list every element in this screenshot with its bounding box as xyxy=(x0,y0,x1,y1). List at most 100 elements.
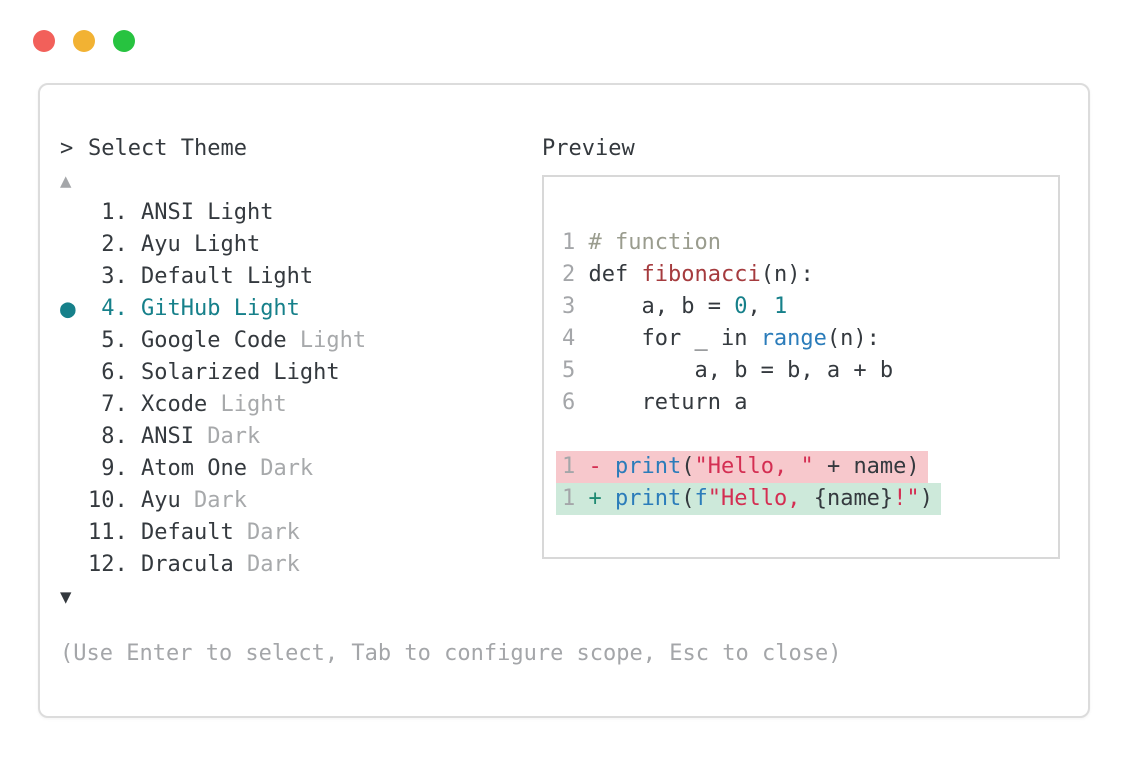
line-number: 1 xyxy=(562,486,589,511)
theme-item-name: Xcode xyxy=(140,392,208,417)
diff-highlight-removed: 1 - print("Hello, " + name) xyxy=(556,451,928,483)
diff-line-removed: 1 - print("Hello, " + name) xyxy=(556,451,1058,483)
zoom-button[interactable] xyxy=(113,30,135,52)
diff-highlight-added: 1 + print(f"Hello, {name}!") xyxy=(556,483,941,515)
theme-item-number: 1. xyxy=(88,200,141,225)
line-number: 3 xyxy=(562,294,589,319)
code-token: , xyxy=(747,294,774,319)
code-line: 6 return a xyxy=(562,387,1058,419)
prompt-chevron-icon: > xyxy=(60,136,74,161)
theme-item-variant: Light xyxy=(286,328,367,353)
selected-bullet-icon: ● xyxy=(60,294,76,324)
code-token: print xyxy=(615,454,682,479)
code-token: def xyxy=(588,262,642,287)
theme-item-variant: Dark xyxy=(180,488,247,513)
scroll-up-icon[interactable]: ▲ xyxy=(60,170,72,192)
theme-item-name: Default Light xyxy=(140,264,314,289)
theme-list-item[interactable]: 12. Dracula Dark xyxy=(60,549,542,581)
close-button[interactable] xyxy=(33,30,55,52)
line-number: 2 xyxy=(562,262,589,287)
theme-item-name: Solarized Light xyxy=(140,360,340,385)
theme-list-item[interactable]: 3. Default Light xyxy=(60,261,542,293)
line-number: 4 xyxy=(562,326,589,351)
theme-item-number: 9. xyxy=(88,456,141,481)
theme-list-item[interactable]: 10. Ayu Dark xyxy=(60,485,542,517)
code-token: range xyxy=(760,326,827,351)
theme-item-number: 3. xyxy=(88,264,141,289)
code-token: for _ in xyxy=(588,326,761,351)
code-token: + xyxy=(588,486,615,511)
theme-item-name: Ayu Light xyxy=(140,232,261,257)
theme-item-variant: Dark xyxy=(193,424,261,449)
code-token: return a xyxy=(588,390,748,415)
theme-item-name: Atom One xyxy=(140,456,247,481)
theme-item-number: 7. xyxy=(88,392,141,417)
theme-item-number: 11. xyxy=(88,520,141,545)
line-number: 1 xyxy=(562,230,589,255)
code-token: ( xyxy=(681,454,695,479)
main-columns: > Select Theme ▲ 1. ANSI Light 2. Ayu Li… xyxy=(60,133,1062,613)
theme-item-variant: Light xyxy=(207,392,287,417)
code-token: + name) xyxy=(813,454,920,479)
code-token: "Hello, xyxy=(707,486,814,511)
theme-item-name: ANSI Light xyxy=(140,200,274,225)
select-theme-title: Select Theme xyxy=(88,136,247,161)
code-token: print xyxy=(615,486,682,511)
code-token: (n): xyxy=(760,262,814,287)
theme-selector-window: > Select Theme ▲ 1. ANSI Light 2. Ayu Li… xyxy=(38,83,1090,718)
theme-item-number: 4. xyxy=(88,296,141,321)
theme-item-number: 2. xyxy=(88,232,141,257)
code-token: a, b = xyxy=(588,294,735,319)
code-token: ( xyxy=(681,486,695,511)
code-line: 1 # function xyxy=(562,227,1058,259)
code-token: - xyxy=(588,454,615,479)
minimize-button[interactable] xyxy=(73,30,95,52)
code-token: !" xyxy=(893,486,920,511)
code-line: 3 a, b = 0, 1 xyxy=(562,291,1058,323)
theme-item-number: 10. xyxy=(88,488,141,513)
theme-item-number: 6. xyxy=(88,360,141,385)
scroll-up-row: ▲ xyxy=(60,165,542,197)
theme-list-item[interactable]: 9. Atom One Dark xyxy=(60,453,542,485)
code-token: f xyxy=(694,486,708,511)
theme-item-number: 12. xyxy=(88,552,141,577)
line-number: 1 xyxy=(562,454,589,479)
line-number: 6 xyxy=(562,390,589,415)
theme-item-name: GitHub Light xyxy=(140,296,300,321)
code-line: 4 for _ in range(n): xyxy=(562,323,1058,355)
line-number: 5 xyxy=(562,358,589,383)
code-token: ) xyxy=(919,486,933,511)
diff-line-added: 1 + print(f"Hello, {name}!") xyxy=(556,483,1058,515)
theme-item-name: Ayu xyxy=(140,488,181,513)
theme-list-item[interactable]: 6. Solarized Light xyxy=(60,357,542,389)
code-token: "Hello, " xyxy=(694,454,814,479)
theme-list: 1. ANSI Light 2. Ayu Light 3. Default Li… xyxy=(60,197,542,581)
code-token: (n): xyxy=(826,326,880,351)
theme-item-number: 8. xyxy=(88,424,141,449)
theme-item-variant: Dark xyxy=(246,456,314,481)
code-line: 2 def fibonacci(n): xyxy=(562,259,1058,291)
theme-list-item[interactable]: 2. Ayu Light xyxy=(60,229,542,261)
code-token: fibonacci xyxy=(641,262,761,287)
theme-item-name: Default xyxy=(140,520,234,545)
theme-list-item[interactable]: 7. Xcode Light xyxy=(60,389,542,421)
theme-item-name: ANSI xyxy=(140,424,194,449)
theme-item-number: 5. xyxy=(88,328,141,353)
code-token: {name} xyxy=(813,486,894,511)
theme-list-item[interactable]: ● 4. GitHub Light xyxy=(60,293,542,325)
theme-list-item[interactable]: 8. ANSI Dark xyxy=(60,421,542,453)
theme-item-variant: Dark xyxy=(233,520,300,545)
theme-list-item[interactable]: 1. ANSI Light xyxy=(60,197,542,229)
theme-list-item[interactable]: 5. Google Code Light xyxy=(60,325,542,357)
code-token: 1 xyxy=(773,294,788,319)
theme-list-item[interactable]: 11. Default Dark xyxy=(60,517,542,549)
theme-list-panel: > Select Theme ▲ 1. ANSI Light 2. Ayu Li… xyxy=(60,133,542,613)
scroll-down-icon[interactable]: ▼ xyxy=(60,586,72,608)
code-token: a, b = b, a + b xyxy=(588,358,894,383)
footer-hint: (Use Enter to select, Tab to configure s… xyxy=(60,641,842,666)
code-line: 5 a, b = b, a + b xyxy=(562,355,1058,387)
window-controls xyxy=(33,30,135,52)
